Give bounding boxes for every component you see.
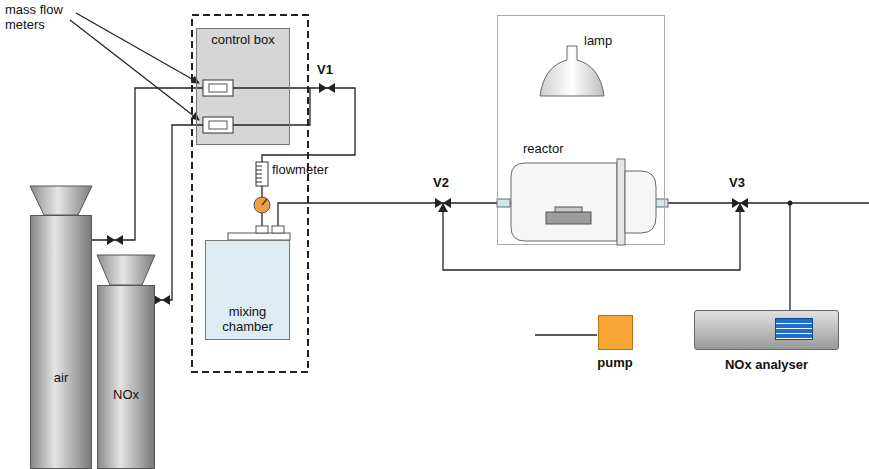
reactor-port: [497, 199, 510, 207]
mass-flow-meter: [203, 80, 233, 96]
reactor-vessel: reactor: [511, 141, 656, 243]
valve-symbol: [107, 235, 123, 245]
nox-analyser: NOx analyser: [693, 310, 840, 380]
pump: pump: [588, 315, 642, 381]
chamber-port: [272, 226, 284, 233]
mass-flow-meter: [203, 117, 233, 133]
flowmeter-tick: [256, 170, 262, 171]
reactor-cap: [625, 171, 656, 233]
chamber-port: [256, 226, 268, 233]
control-box-fill: [196, 28, 290, 145]
reactor-drawing: [511, 141, 656, 243]
valve-symbol: [319, 83, 335, 93]
gas-cylinder: air: [30, 215, 92, 469]
node-text: lamp: [584, 34, 664, 49]
gas-cylinder: NOx: [97, 285, 155, 469]
node-text: reactor: [523, 142, 656, 157]
node-text: NOx analyser: [725, 358, 808, 373]
leader-line: [70, 13, 199, 120]
node-text: air: [54, 371, 68, 386]
reactor-body: [511, 163, 617, 241]
dashed-boundary: [192, 15, 308, 372]
valve-port: [735, 203, 745, 212]
flowmeter-tick: [256, 178, 262, 179]
cylinder-top: [97, 255, 155, 285]
pipe-line: [92, 88, 196, 240]
component-label: flowmeter: [272, 163, 328, 178]
node-text: NOx: [113, 388, 139, 403]
sample-holder: [546, 212, 591, 224]
node-text: mixing chamber: [210, 305, 285, 335]
lamp-enclosure: lamp reactor: [497, 15, 665, 245]
flowmeter-tick: [256, 182, 262, 183]
reactor-flange: [617, 159, 625, 245]
chamber-lid: [228, 233, 290, 240]
pressure-gauge: [254, 197, 270, 213]
meter-lines: [196, 88, 869, 335]
node-text: pump: [597, 356, 632, 371]
flowmeter-tick: [256, 174, 262, 175]
cylinder-top: [30, 186, 92, 215]
flowmeter-symbol: [256, 162, 268, 186]
valve-port: [438, 203, 448, 212]
control-box: control box: [196, 28, 290, 145]
gauge-needle: [262, 199, 267, 205]
flowmeter-ticks: [256, 166, 262, 182]
flowmeter-tick: [256, 166, 262, 167]
pipe-line: [656, 203, 790, 310]
callout-label: mass flow meters: [5, 3, 75, 33]
mixing-chamber: mixing chamber: [205, 240, 290, 340]
pipe-line: [278, 203, 511, 240]
reactor-port: [655, 199, 668, 207]
lamp-symbol: [540, 46, 604, 96]
analyser-screen: [775, 318, 813, 340]
valve-label: V3: [729, 176, 745, 191]
valve-label: V1: [317, 63, 333, 78]
valve-label: V2: [433, 176, 449, 191]
pump-body: [598, 315, 633, 350]
valve-symbol: [154, 295, 170, 305]
sample: [555, 207, 582, 212]
valves: [107, 83, 748, 305]
pipe-line: [155, 125, 196, 300]
node-text: control box: [211, 33, 275, 48]
analyser-body: [694, 310, 839, 350]
mass-flow-meter: [209, 121, 227, 129]
mass-flow-meter: [209, 84, 227, 92]
tee-junction: [788, 201, 793, 206]
